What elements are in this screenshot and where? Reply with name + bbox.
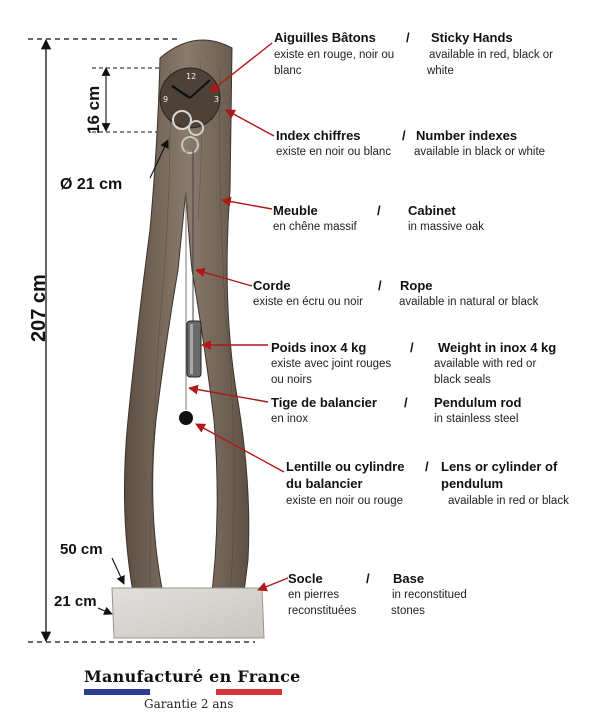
indexes-title-fr: Index chiffres [276, 128, 361, 143]
dial-height-label: 16 cm [84, 85, 103, 134]
hour-hand [171, 84, 191, 100]
hands-separator: / [406, 30, 410, 45]
diameter-pointer [149, 139, 169, 179]
indexes-separator: / [402, 128, 406, 143]
lens-title-en-2: pendulum [441, 476, 504, 491]
arrow-hands [209, 42, 273, 93]
dial-diameter-label: Ø 21 cm [60, 176, 123, 193]
cabinet-title-en: Cabinet [408, 203, 456, 218]
base-depth-pointer [97, 606, 113, 615]
pendulum-lens [179, 411, 193, 425]
rope-separator: / [378, 278, 382, 293]
indexes-desc-en: available in black or white [414, 146, 546, 158]
arrow-lens [195, 423, 285, 473]
cabinet-separator: / [377, 203, 381, 218]
arrow-base [257, 577, 289, 592]
hands-title-fr: Aiguilles Bâtons [274, 30, 376, 45]
arrow-rope [195, 267, 253, 287]
minute-hand [189, 79, 211, 99]
rod-desc-en: in stainless steel [434, 413, 519, 425]
base-desc-en-2: stones [391, 605, 425, 617]
arrow-indexes [225, 109, 275, 137]
base-separator: / [366, 571, 370, 586]
rod-title-fr: Tige de balancier [271, 395, 377, 410]
stone-base [111, 587, 265, 639]
wood-grain [219, 69, 235, 601]
weight-title-fr: Poids inox 4 kg [271, 340, 367, 355]
dial-index-12: 12 [186, 72, 196, 81]
lens-desc-fr: existe en noir ou rouge [286, 495, 403, 507]
base-desc-en-1: in reconstitued [392, 589, 467, 601]
rod-desc-fr: en inox [271, 413, 309, 425]
lens-title-en-1: Lens or cylinder of [441, 459, 558, 474]
rope-title-en: Rope [400, 278, 433, 293]
base-title-fr: Socle [288, 571, 323, 586]
hands-desc-fr-1: existe en rouge, noir ou [274, 49, 395, 61]
lens-title-fr-1: Lentille ou cylindre [286, 459, 405, 474]
hands-desc-en-1: available in red, black or [429, 49, 554, 61]
dial-index-9: 9 [163, 95, 168, 104]
indexes-desc-fr: existe en noir ou blanc [276, 146, 392, 158]
rope-desc-en: available in natural or black [399, 296, 539, 308]
cabinet-desc-fr: en chêne massif [273, 221, 357, 233]
flag-blue-bar [84, 689, 150, 695]
hands-desc-fr-2: blanc [274, 65, 302, 77]
lens-title-fr-2: du balancier [286, 476, 363, 491]
weight [186, 320, 202, 378]
arrow-rod [188, 384, 269, 403]
rod-separator: / [404, 395, 408, 410]
flag-red-bar [216, 689, 282, 695]
weight-desc-fr-1: existe avec joint rouges [271, 358, 392, 370]
manufacture-text: Manufacturé en France [84, 667, 301, 686]
base-title-en: Base [393, 571, 425, 586]
weight-separator: / [410, 340, 414, 355]
dial-index-3: 3 [214, 95, 219, 104]
arrow-cabinet [221, 196, 273, 210]
rod-title-en: Pendulum rod [434, 395, 522, 410]
weight-title-en: Weight in inox 4 kg [438, 340, 557, 355]
weight-desc-en-2: black seals [434, 374, 491, 386]
rope-desc-fr: existe en écru ou noir [253, 296, 363, 308]
cabinet-desc-en: in massive oak [408, 221, 485, 233]
hands-title-en: Sticky Hands [431, 30, 513, 45]
guarantee-text: Garantie 2 ans [144, 697, 234, 711]
base-desc-fr-2: reconstituées [288, 605, 357, 617]
rope-title-fr: Corde [253, 278, 291, 293]
weight-desc-fr-2: ou noirs [271, 374, 312, 386]
base-desc-fr-1: en pierres [288, 589, 340, 601]
flag-white-bar [150, 689, 216, 695]
lens-desc-en: available in red or black [448, 495, 569, 507]
hands-desc-en-2: white [427, 65, 454, 77]
weight-desc-en-1: available with red or [434, 358, 537, 370]
weight-highlight [190, 324, 193, 374]
lens-separator: / [425, 459, 429, 474]
gear [172, 110, 192, 130]
base-width-label: 50 cm [60, 541, 103, 558]
base-depth-label: 21 cm [54, 593, 97, 610]
gear [188, 120, 204, 136]
height-total-label: 207 cm [28, 274, 50, 342]
wood-grain [149, 69, 171, 601]
base-width-pointer [111, 557, 125, 585]
cabinet-title-fr: Meuble [273, 203, 318, 218]
indexes-title-en: Number indexes [416, 128, 518, 143]
gear [181, 136, 199, 154]
